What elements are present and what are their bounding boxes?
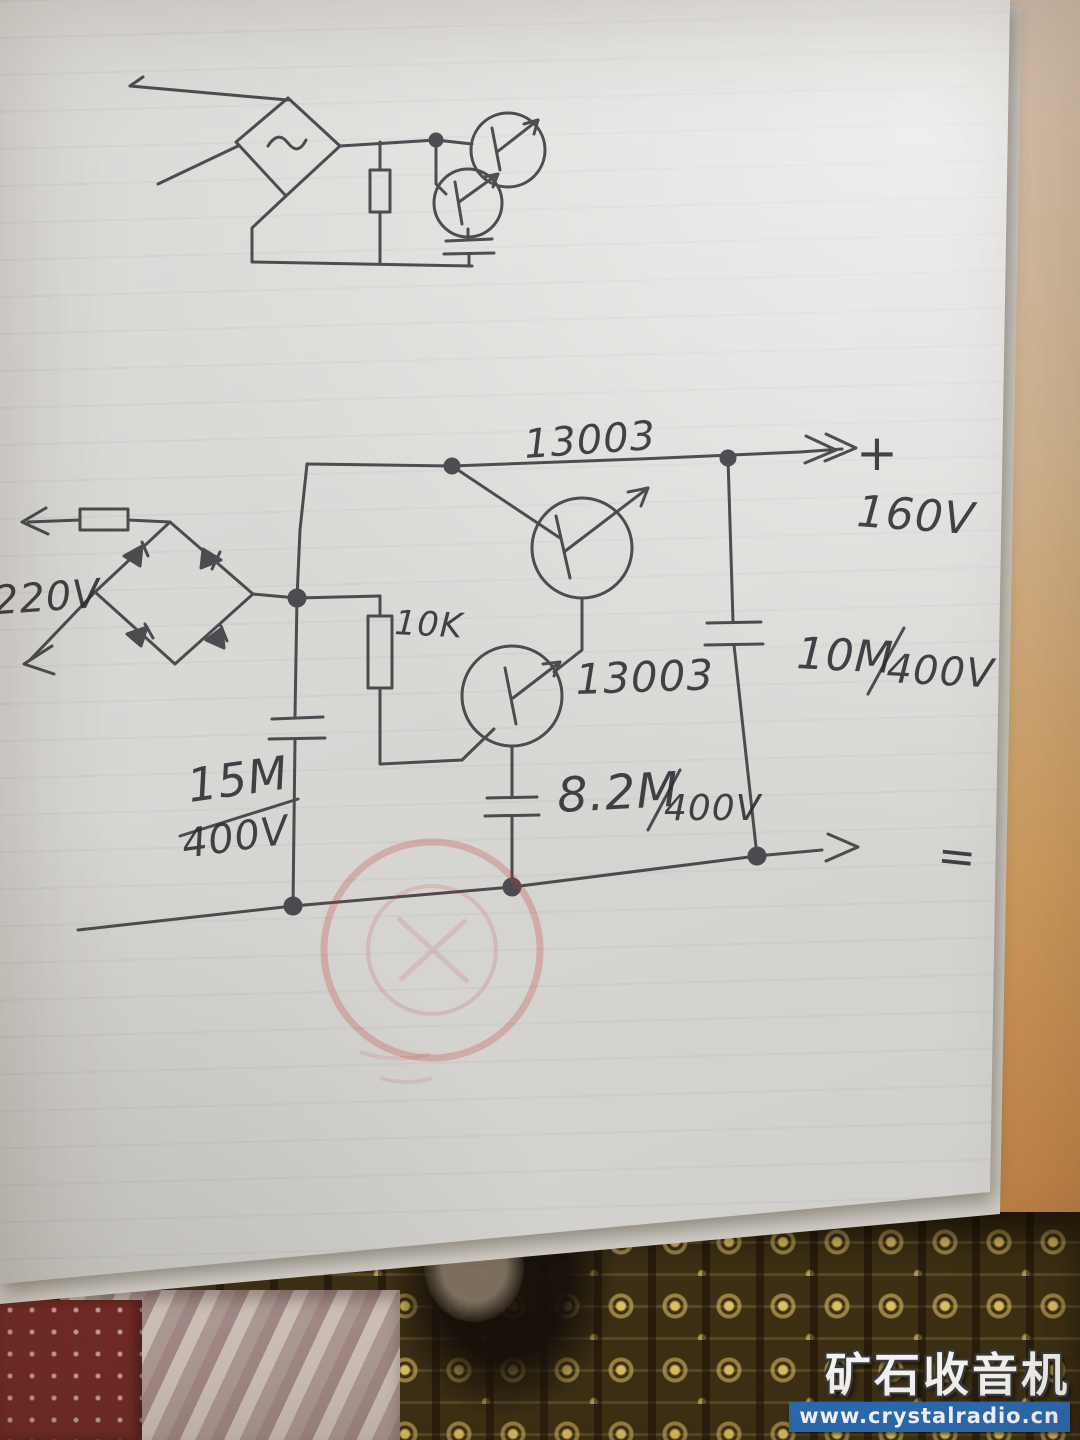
- watermark: 矿石收音机 www.crystalradio.cn: [789, 1347, 1070, 1432]
- red-fabric-corner: [0, 1300, 142, 1440]
- watermark-url: www.crystalradio.cn: [789, 1402, 1070, 1432]
- watermark-title: 矿石收音机: [825, 1347, 1070, 1402]
